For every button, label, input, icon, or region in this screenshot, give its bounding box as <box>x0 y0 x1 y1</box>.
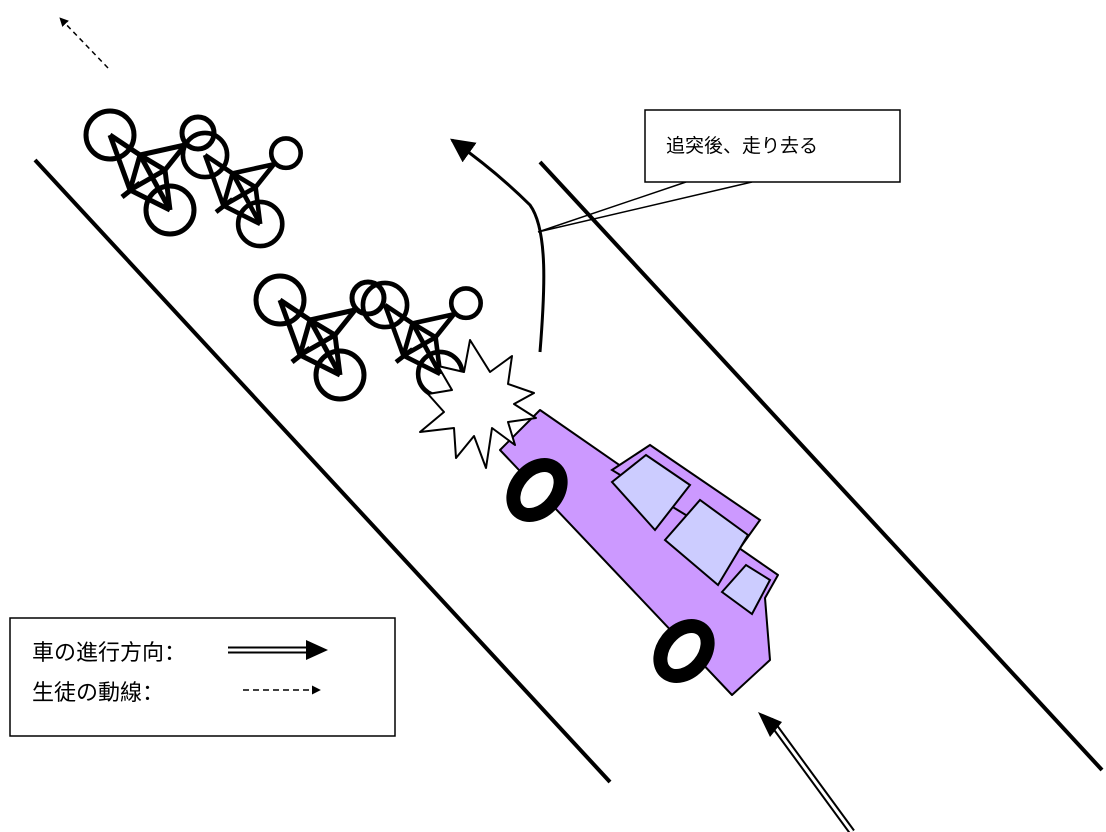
escape-path <box>450 138 546 353</box>
car-window <box>610 453 692 532</box>
car-window <box>663 498 750 587</box>
road-left-edge <box>33 158 612 784</box>
legend-student-path-label: 生徒の動線： <box>32 681 164 706</box>
car-wheel <box>653 618 715 684</box>
legend-double-arrow-icon <box>228 640 328 660</box>
car-icon <box>499 409 779 696</box>
impact-burst-icon <box>419 339 537 469</box>
legend-car-direction-label: 車の進行方向： <box>32 641 186 666</box>
car-wheel <box>506 457 568 523</box>
callout-pointer <box>537 181 753 233</box>
car-window <box>720 563 772 616</box>
legend-box <box>9 617 396 737</box>
student-path-arrow <box>59 17 109 69</box>
callout-box <box>644 109 901 183</box>
callout-text: 追突後、走り去る <box>666 135 818 157</box>
road-right-edge <box>538 160 1104 772</box>
car-direction-arrow <box>758 712 855 832</box>
